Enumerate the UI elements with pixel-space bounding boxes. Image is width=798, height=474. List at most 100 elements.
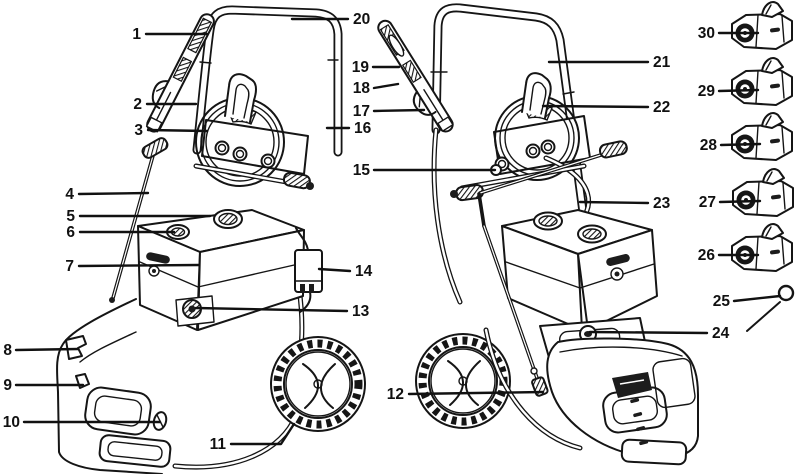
left-view-spray-wand — [109, 137, 169, 303]
left-view-base — [56, 298, 172, 474]
callout-7: 7 — [65, 258, 201, 275]
callout-leader-line — [229, 422, 296, 446]
right-view-spray-gun — [377, 19, 454, 133]
callout-number: 9 — [3, 377, 12, 394]
callout-number: 2 — [133, 96, 142, 113]
callout-8: 8 — [3, 342, 80, 359]
callout-leader-line — [372, 82, 400, 90]
callout-number: 16 — [354, 120, 372, 137]
vent-slots — [630, 398, 649, 446]
callout-number: 26 — [698, 247, 716, 264]
callout-leader-line — [194, 306, 349, 313]
callout-27: 27 — [699, 194, 762, 211]
right-view-spray-wand — [477, 140, 628, 397]
left-view-tank — [137, 209, 305, 331]
callout-leader-line — [372, 108, 426, 113]
callout-number: 13 — [352, 303, 370, 320]
callout-5: 5 — [66, 208, 212, 225]
callout-29: 29 — [698, 83, 760, 100]
callout-number: 22 — [653, 99, 670, 116]
callout-leader-line — [719, 142, 762, 147]
callout-number: 21 — [653, 54, 671, 71]
callout-number: 24 — [712, 325, 730, 342]
callout-22: 22 — [541, 99, 670, 116]
callout-20: 20 — [290, 11, 370, 28]
callout-number: 6 — [66, 224, 75, 241]
right-view-hose-reel — [493, 72, 591, 181]
callout-number: 18 — [353, 80, 371, 97]
callout-13: 13 — [194, 303, 370, 320]
left-view-wheel — [271, 337, 365, 431]
right-view-tank — [501, 209, 658, 331]
callout-leader-line — [718, 199, 762, 204]
callout-number: 1 — [132, 26, 141, 43]
right-view-base — [546, 337, 699, 466]
callout-3: 3 — [134, 122, 209, 139]
callout-number: 27 — [699, 194, 716, 211]
callout-25: 25 — [713, 293, 782, 310]
callout-leader-line — [407, 390, 545, 396]
callout-number: 23 — [653, 195, 671, 212]
callout-leader-line — [732, 294, 782, 303]
callout-leader-line — [77, 191, 150, 196]
callout-4: 4 — [65, 186, 150, 203]
callout-number: 7 — [65, 258, 74, 275]
callout-16: 16 — [325, 120, 372, 137]
left-view-pump-knob — [175, 295, 215, 327]
callout-number: 11 — [210, 436, 227, 453]
callout-10: 10 — [3, 414, 162, 431]
battery-door-latch — [612, 372, 652, 398]
callout-15: 15 — [353, 162, 497, 179]
left-view-crossbar — [193, 163, 314, 190]
callout-number: 17 — [353, 103, 370, 120]
callout-19: 19 — [352, 59, 401, 76]
callout-leader-line — [588, 330, 709, 335]
callout-leader-line — [146, 128, 209, 133]
callout-number: 10 — [3, 414, 20, 431]
pressure-washer-front-view — [56, 5, 365, 474]
nozzle-cleaning-tool — [746, 284, 795, 332]
callout-leader-line — [541, 104, 650, 109]
callout-leader-line — [578, 200, 650, 205]
callout-11: 11 — [210, 422, 296, 453]
callout-number: 5 — [66, 208, 75, 225]
callout-number: 14 — [355, 263, 373, 280]
callout-21: 21 — [547, 54, 671, 71]
callout-leader-line — [14, 347, 80, 352]
callout-number: 15 — [353, 162, 371, 179]
callout-number: 3 — [134, 122, 143, 139]
callout-number: 25 — [713, 293, 731, 310]
callout-26: 26 — [698, 247, 760, 264]
callout-1: 1 — [132, 26, 209, 43]
callout-number: 8 — [3, 342, 12, 359]
callout-number: 12 — [387, 386, 404, 403]
callout-number: 20 — [353, 11, 370, 28]
callout-leader-line — [717, 88, 760, 93]
right-view-handle — [430, 3, 588, 305]
callout-number: 29 — [698, 83, 716, 100]
right-view-crossbar — [450, 163, 587, 202]
callout-leader-line — [317, 267, 352, 273]
callout-23: 23 — [578, 195, 671, 212]
callout-14: 14 — [317, 263, 373, 280]
left-view-hose-reel — [195, 73, 309, 187]
callout-28: 28 — [700, 137, 762, 154]
callout-6: 6 — [66, 224, 176, 241]
callout-9: 9 — [3, 377, 85, 394]
left-view-charger — [294, 227, 323, 313]
right-view-wheel — [416, 334, 510, 428]
callout-24: 24 — [588, 325, 730, 342]
callout-leader-line — [77, 263, 201, 268]
callout-30: 30 — [698, 25, 760, 42]
callout-layer: 1234567891011121314151617181920212223242… — [3, 11, 782, 453]
callout-12: 12 — [387, 386, 545, 403]
callout-18: 18 — [353, 80, 400, 97]
callout-2: 2 — [133, 96, 198, 113]
callout-number: 30 — [698, 25, 715, 42]
callout-number: 19 — [352, 59, 370, 76]
callout-number: 28 — [700, 137, 718, 154]
pressure-washer-rear-view — [377, 3, 699, 466]
callout-17: 17 — [353, 103, 426, 120]
